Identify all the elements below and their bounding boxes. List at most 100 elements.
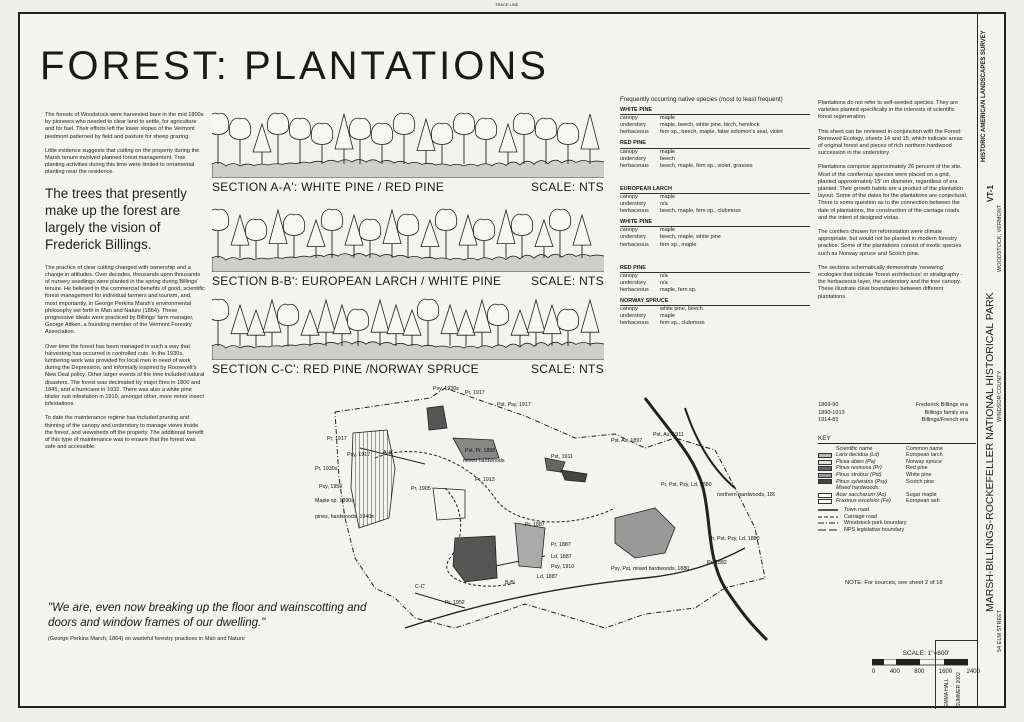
species-cell: herbaceous: [620, 286, 649, 293]
key-line-swatch: [818, 522, 838, 524]
key-swatch: [818, 466, 832, 472]
tree: [300, 308, 320, 346]
ground-layer: [211, 341, 619, 361]
section-c-label: SECTION C-C': RED PINE /NORWAY SPRUCE: [212, 362, 479, 376]
species-cell: n/a: [660, 279, 668, 286]
species-cell: herbaceous: [620, 320, 649, 327]
species-cell: understory: [620, 279, 646, 286]
map-label: Pr, 1917: [327, 436, 347, 442]
map-label: Ld, 1887: [551, 554, 572, 560]
map-label: Pr, 1905: [411, 486, 431, 492]
map-label: Psy, 1930s: [433, 386, 459, 392]
scale-tick: 0: [872, 669, 876, 675]
map-label: Pst, Psy, 1917: [497, 402, 531, 408]
species-table: Frequently occurring native species (mos…: [620, 96, 810, 327]
patch: [432, 487, 466, 521]
species-cell: canopy: [620, 148, 638, 155]
section-b-label: SECTION B-B': EUROPEAN LARCH / WHITE PIN…: [212, 274, 502, 288]
species-cell: maple: [660, 115, 675, 122]
tree: [382, 208, 402, 258]
key-row: Pinus strobus (Pst)White pine: [818, 472, 976, 479]
key-common: Norway spruce: [906, 458, 942, 465]
key-swatch: [818, 486, 832, 491]
map-label: Pr, Pst, Psy, Ld, 1880: [661, 482, 712, 488]
map-label: mixed hardwoods: [463, 458, 505, 464]
key-scientific: Acer saccharum (As): [836, 491, 887, 498]
map-key: KEY Scientific name Common name Larix de…: [818, 435, 976, 534]
key-line-swatch: [818, 516, 838, 518]
tree: [370, 298, 390, 346]
key-swatch: [818, 492, 832, 498]
section-line-c: [414, 592, 466, 609]
species-cell: n/a: [660, 272, 668, 279]
key-line-label: Town road: [844, 506, 869, 513]
drawing-sheet: [18, 12, 1006, 708]
species-cell: maple: [660, 313, 675, 320]
patch: [514, 522, 546, 569]
species-header: Frequently occurring native species (mos…: [620, 96, 783, 103]
species-cell: maple: [660, 193, 675, 200]
species-cell: white pine, beech: [660, 306, 703, 313]
tree: [334, 113, 354, 164]
key-row: Fraxinus excelsior (Fe)European ash: [818, 498, 976, 505]
intro-p1: The forests of Woodstock were harvested …: [45, 112, 204, 140]
tree: [393, 112, 416, 164]
map-label: Psy, 1950: [319, 484, 342, 490]
tree: [262, 298, 282, 346]
tree: [283, 213, 306, 258]
patch: [560, 469, 588, 483]
section-b-drawing: [207, 208, 619, 273]
species-cell: understory: [620, 313, 646, 320]
map-label: Pst, As, 1897: [611, 438, 642, 444]
section-a-caption: SECTION A-A': WHITE PINE / RED PINE SCAL…: [212, 180, 604, 194]
key-row: Larix decidua (Ld)European larch: [818, 452, 976, 459]
key-head-row: Scientific name Common name: [818, 446, 976, 453]
key-common: Scotch pine: [906, 478, 935, 485]
tree: [526, 298, 546, 346]
species-cell: herbaceous: [620, 208, 649, 215]
map-label: Psy, 1910: [551, 564, 574, 570]
key-common: Red pine: [906, 465, 928, 472]
notes-p5: The sections schematically demonstrate '…: [818, 264, 963, 300]
species-cell: beech, maple, fern sp., violet, grasses: [660, 162, 753, 169]
drawing-date: SUMMER 2002: [956, 672, 962, 707]
species-group-name: RED PINE: [620, 140, 810, 149]
map-label: Pst, Pr, 1896: [465, 448, 495, 454]
tree: [277, 303, 300, 346]
section-a-label: SECTION A-A': WHITE PINE / RED PINE: [212, 180, 445, 194]
key-swatch: [818, 499, 832, 505]
species-cell: beech, maple, fern sp., clubmoss: [660, 208, 741, 215]
section-c-drawing: [207, 298, 619, 361]
plantation-patches: [350, 405, 676, 583]
species-cell: canopy: [620, 193, 638, 200]
tree: [511, 213, 534, 258]
key-line-label: NPS legislative boundary: [844, 526, 905, 533]
key-scientific: Pinus strobus (Pst): [836, 471, 882, 478]
patch: [350, 429, 396, 529]
species-cell: fern sp., clubmoss: [660, 320, 705, 327]
key-line-row: NPS legislative boundary: [818, 527, 976, 534]
section-a: SECTION A-A': WHITE PINE / RED PINE SCAL…: [207, 104, 619, 194]
scale-tick: 2400: [966, 669, 980, 675]
tree: [435, 208, 458, 258]
key-line-label: Carriage road: [844, 513, 877, 520]
tree: [572, 213, 592, 258]
map-label: Psy, Pst, mixed hardwoods, 1880: [611, 566, 689, 572]
tree: [402, 308, 422, 346]
key-row: Acer saccharum (As)Sugar maple: [818, 492, 976, 499]
tree: [431, 122, 454, 164]
map-label: Ld, 1887: [537, 574, 558, 580]
key-scientific: Pinus resinosa (Pr): [836, 465, 882, 472]
tree: [332, 303, 352, 346]
